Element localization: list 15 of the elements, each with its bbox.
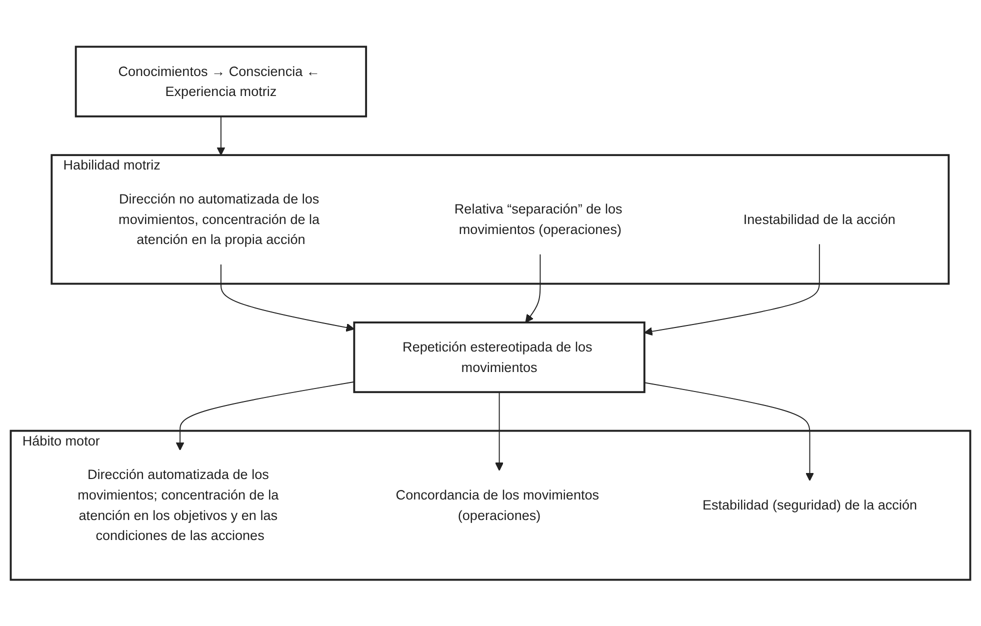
arrow (216, 116, 226, 156)
arrow (176, 381, 355, 450)
node-text: Estabilidad (seguridad) de la acción (702, 496, 918, 512)
node-text: Concordancia de los movimientos (operaciones) (396, 486, 600, 522)
arrow (495, 391, 504, 471)
node-text: Relativa “separación” de los movimientos (operaciones) (454, 200, 622, 237)
arrow (220, 264, 355, 332)
arrow (525, 254, 541, 323)
node-box: Conocimientos → Consciencia ← Experiencia motriz (74, 46, 368, 118)
node-text: Dirección no automatizada de los movimientos, concentración de la atención en la propia acción (118, 190, 320, 247)
node-text: Dirección automatizada de los movimientos; concentración de la atención en los objetivos y en las condiciones de las acciones (78, 466, 279, 543)
arrow (644, 382, 814, 481)
node-text: Inestabilidad de la acción (743, 210, 896, 226)
node-box: Repetición estereotipada de los movimientos (353, 321, 646, 393)
arrow (644, 243, 820, 336)
